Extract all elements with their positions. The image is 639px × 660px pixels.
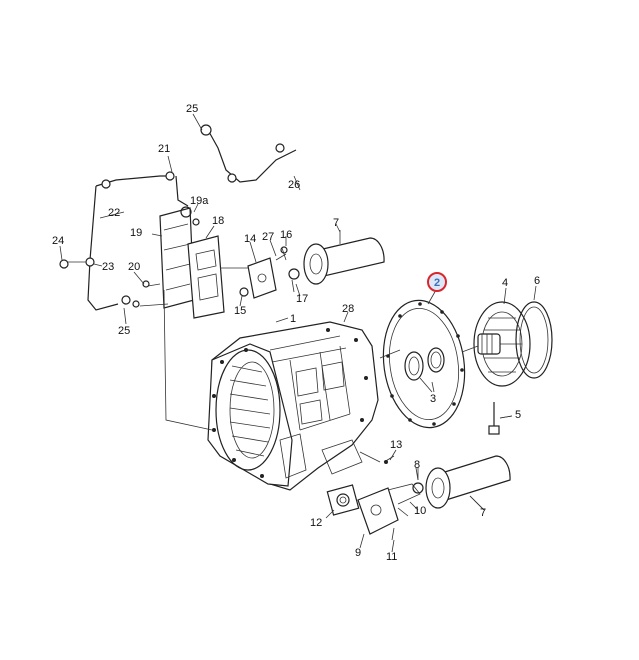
assembly-guide-lines (139, 267, 479, 463)
callout-11: 11 (386, 551, 397, 563)
pipe-lines (59, 124, 297, 311)
callout-2: 2 (434, 277, 440, 289)
callout-9: 9 (355, 547, 361, 559)
callout-26: 26 (288, 179, 300, 191)
callout-19a: 19a (190, 195, 209, 207)
seal-12 (326, 484, 360, 516)
callout-3: 3 (430, 393, 436, 405)
callout-10: 10 (414, 505, 426, 517)
callout-18: 18 (212, 215, 224, 227)
callout-4: 4 (502, 277, 508, 289)
callout-22: 22 (108, 207, 120, 219)
callout-13: 13 (390, 439, 402, 451)
bracket-14 (239, 246, 300, 299)
callout-14: 14 (244, 233, 256, 245)
callout-27: 27 (262, 231, 274, 243)
callout-7-upper: 7 (333, 217, 339, 229)
callout-leaders (59, 113, 537, 553)
filter-head (357, 455, 424, 541)
callout-25-top: 25 (186, 103, 198, 115)
cover-plate (382, 299, 466, 429)
highlighted-callout-2[interactable]: 2 (427, 272, 447, 292)
valve-block (159, 206, 225, 319)
callout-28: 28 (342, 303, 354, 315)
callout-17: 17 (296, 293, 308, 305)
callout-23: 23 (102, 261, 114, 273)
o-rings (404, 347, 445, 393)
filter-upper (303, 230, 385, 285)
retaining-ring (515, 301, 553, 379)
filter-lower (425, 455, 511, 511)
callout-8: 8 (414, 459, 420, 471)
callout-20: 20 (128, 261, 140, 273)
callout-15: 15 (234, 305, 246, 317)
callout-6: 6 (534, 275, 540, 287)
callout-24: 24 (52, 235, 64, 247)
callout-labels: 1 3 4 5 6 7 7 8 9 10 11 12 13 14 15 16 1… (52, 103, 540, 563)
callout-16: 16 (280, 229, 292, 241)
callout-25-left: 25 (118, 325, 130, 337)
callout-1: 1 (290, 313, 296, 325)
callout-19: 19 (130, 227, 142, 239)
callout-5: 5 (515, 409, 521, 421)
callout-21: 21 (158, 143, 170, 155)
callout-12: 12 (310, 517, 322, 529)
callout-7-lower: 7 (480, 507, 486, 519)
flange-shaft (473, 301, 531, 387)
transmission-housing (207, 321, 379, 491)
